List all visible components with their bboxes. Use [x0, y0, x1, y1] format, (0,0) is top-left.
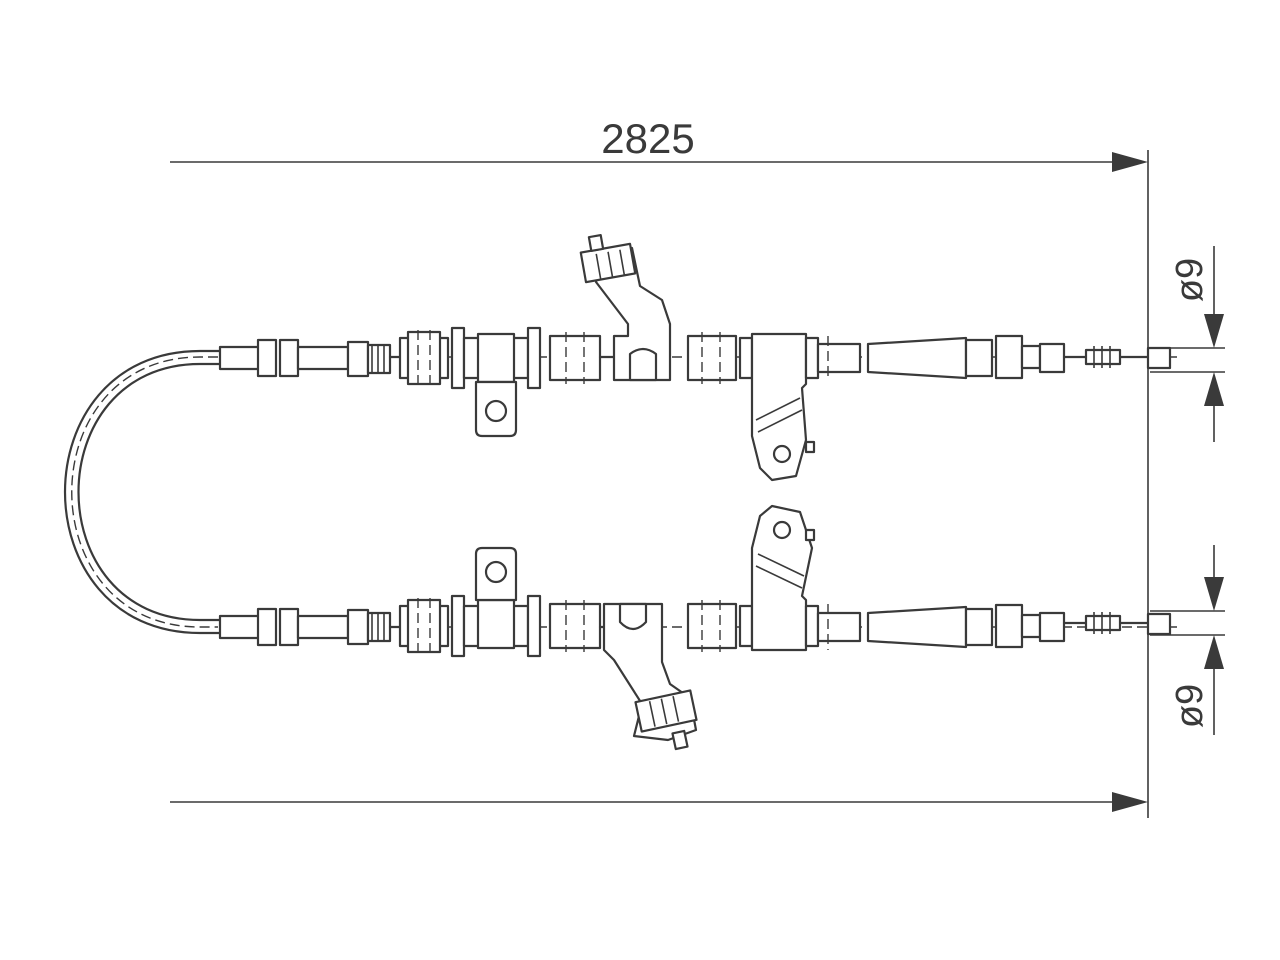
diameter-dimension-bottom: ø9	[1150, 545, 1225, 735]
cable-assembly-top	[218, 233, 1180, 482]
length-dimension-label: 2825	[601, 115, 694, 162]
diameter-dimension-top: ø9	[1150, 246, 1225, 442]
cable-loop	[63, 349, 224, 635]
length-dimension-top: 2825	[170, 115, 1148, 172]
length-dimension-bottom	[170, 792, 1148, 812]
diameter-label-top: ø9	[1169, 258, 1211, 302]
diameter-label-bottom: ø9	[1169, 684, 1211, 728]
cable-assembly-bottom	[218, 504, 1180, 751]
